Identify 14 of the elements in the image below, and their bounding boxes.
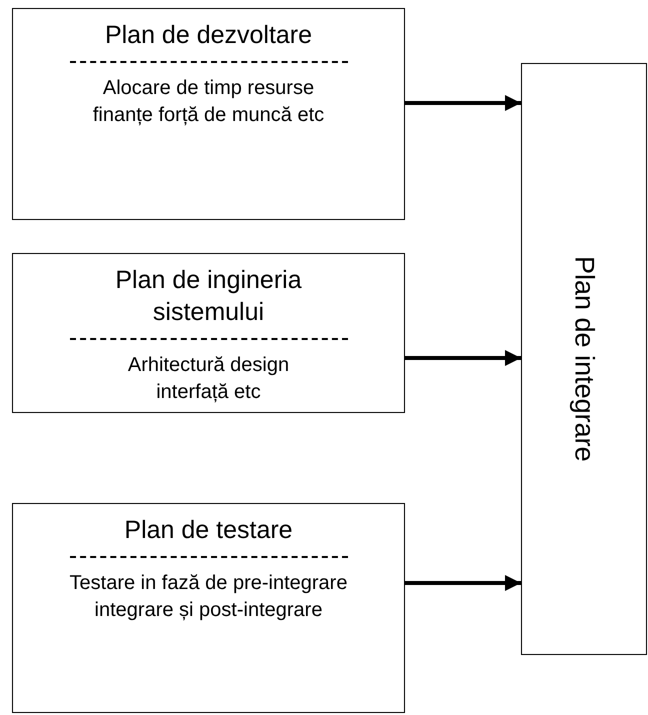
arrow [405,575,521,591]
box-description: Alocare de timp resurse finanțe forță de muncă etc [92,76,326,128]
process-box [521,63,647,655]
box-title: Plan de dezvoltare [104,20,314,51]
box-title: Plan de testare [123,515,294,546]
process-box [12,253,405,413]
box-title: Plan de ingineria sistemului [114,265,303,328]
process-box [12,8,405,220]
process-box [12,503,405,713]
box-title: Plan de integrare [570,256,598,462]
arrow [405,95,521,111]
box-description: Testare in fază de pre-integrare integrare și post-integrare [68,571,348,623]
arrow [405,350,521,366]
box-description: Arhitectură design interfață etc [126,353,290,405]
